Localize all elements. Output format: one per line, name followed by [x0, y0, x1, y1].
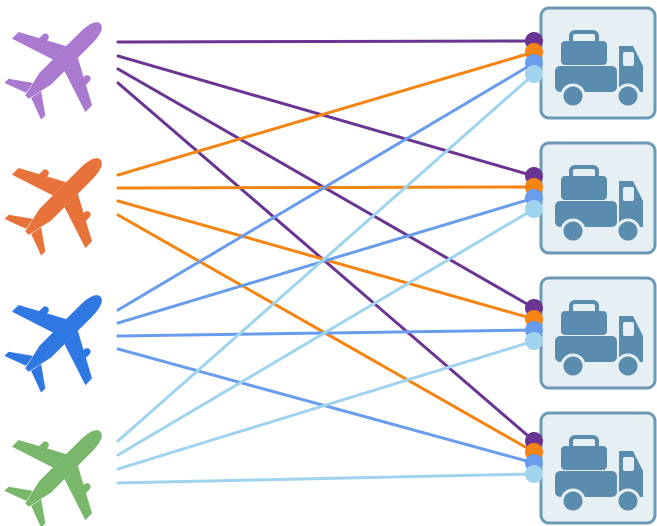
baggage-truck-icon: [539, 141, 657, 255]
connection-lines: [116, 39, 536, 485]
connection-line: [116, 472, 536, 485]
connection-line: [116, 196, 536, 325]
connection-line: [116, 50, 536, 177]
connection-line: [116, 39, 536, 44]
connection-line: [116, 72, 536, 443]
connection-endpoint-dot: [525, 465, 543, 483]
baggage-truck-icon: [539, 411, 657, 525]
airplane-column: [3, 3, 121, 526]
connection-line: [116, 339, 536, 471]
connection-line: [116, 207, 536, 457]
airplane-icon: [3, 276, 121, 394]
connection-endpoint-dot: [525, 200, 543, 218]
connection-endpoint-dot: [525, 65, 543, 83]
connection-endpoints: [525, 32, 543, 483]
connection-line: [116, 54, 536, 178]
baggage-truck-icon: [539, 276, 657, 390]
connection-line: [116, 61, 536, 312]
baggage-truck-icon: [539, 6, 657, 120]
connection-endpoint-dot: [525, 332, 543, 350]
airplane-icon: [3, 411, 121, 526]
truck-column: [539, 6, 657, 525]
airplane-icon: [3, 139, 121, 257]
